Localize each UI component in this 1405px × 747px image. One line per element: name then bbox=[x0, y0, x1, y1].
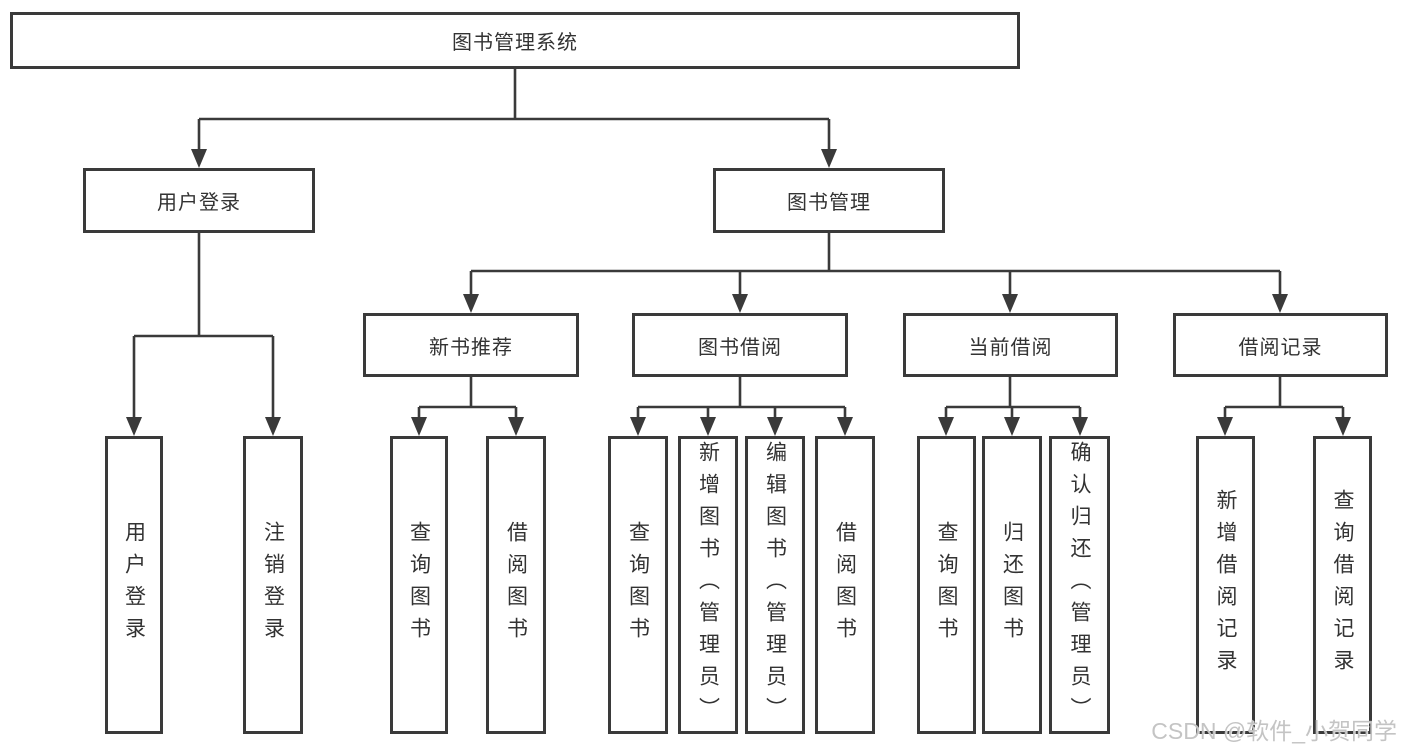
leaf-search-borrow-record-label: 查询借阅记录 bbox=[1331, 489, 1354, 681]
leaf-edit-book-admin-label: 编辑图书（管理员） bbox=[763, 441, 787, 729]
csdn-watermark: CSDN @软件_小贺同学 bbox=[1151, 718, 1397, 744]
leaf-add-borrow-record: 新增借阅记录 bbox=[1196, 436, 1255, 734]
leaf-search-books-current: 查询图书 bbox=[917, 436, 976, 734]
connector-root-to-level2 bbox=[197, 69, 831, 152]
leaf-return-books: 归还图书 bbox=[982, 436, 1042, 734]
leaf-borrow-books-borrowing: 借阅图书 bbox=[815, 436, 875, 734]
node-root: 图书管理系统 bbox=[10, 12, 1020, 69]
leaf-borrow-books-recommend-label: 借阅图书 bbox=[504, 521, 528, 649]
node-borrowing-records-label: 借阅记录 bbox=[1238, 336, 1323, 359]
leaf-confirm-return-admin: 确认归还（管理员） bbox=[1049, 436, 1110, 734]
node-new-book-recommendation: 新书推荐 bbox=[363, 313, 579, 377]
leaf-edit-book-admin: 编辑图书（管理员） bbox=[745, 436, 805, 734]
connector-borrow-records-to-leaves bbox=[1223, 377, 1345, 420]
leaf-search-books-recommend: 查询图书 bbox=[390, 436, 448, 734]
leaf-user-login-label: 用户登录 bbox=[122, 521, 146, 649]
node-borrowing-records: 借阅记录 bbox=[1173, 313, 1388, 377]
connector-book-management-to-level3 bbox=[469, 233, 1282, 297]
leaf-add-borrow-record-label: 新增借阅记录 bbox=[1214, 489, 1237, 681]
leaf-borrow-books-borrowing-label: 借阅图书 bbox=[833, 521, 857, 649]
leaf-borrow-books-recommend: 借阅图书 bbox=[486, 436, 546, 734]
leaf-return-books-label: 归还图书 bbox=[1000, 521, 1024, 649]
node-user-login-label: 用户登录 bbox=[157, 192, 241, 214]
node-new-book-recommendation-label: 新书推荐 bbox=[429, 336, 513, 359]
leaf-search-books-borrowing: 查询图书 bbox=[608, 436, 668, 734]
leaf-logout-label: 注销登录 bbox=[261, 521, 285, 649]
connector-new-book-to-leaves bbox=[417, 377, 518, 420]
leaf-search-borrow-record: 查询借阅记录 bbox=[1313, 436, 1372, 734]
node-book-borrowing: 图书借阅 bbox=[632, 313, 848, 377]
connector-user-login-to-leaves bbox=[132, 233, 275, 419]
leaf-search-books-recommend-label: 查询图书 bbox=[407, 521, 431, 649]
connector-book-borrow-to-leaves bbox=[636, 377, 847, 420]
leaf-search-books-borrowing-label: 查询图书 bbox=[626, 521, 650, 649]
node-book-borrowing-label: 图书借阅 bbox=[698, 336, 782, 359]
connector-current-borrow-to-leaves bbox=[944, 377, 1082, 420]
node-current-borrowing-label: 当前借阅 bbox=[968, 336, 1053, 359]
node-current-borrowing: 当前借阅 bbox=[903, 313, 1118, 377]
leaf-confirm-return-admin-label: 确认归还（管理员） bbox=[1068, 441, 1091, 729]
leaf-search-books-current-label: 查询图书 bbox=[935, 521, 958, 649]
node-book-management-label: 图书管理 bbox=[787, 192, 871, 214]
node-user-login: 用户登录 bbox=[83, 168, 315, 233]
node-root-label: 图书管理系统 bbox=[452, 32, 578, 54]
leaf-add-book-admin: 新增图书（管理员） bbox=[678, 436, 738, 734]
node-book-management: 图书管理 bbox=[713, 168, 945, 233]
leaf-add-book-admin-label: 新增图书（管理员） bbox=[696, 441, 720, 729]
leaf-user-login: 用户登录 bbox=[105, 436, 163, 734]
leaf-logout: 注销登录 bbox=[243, 436, 303, 734]
